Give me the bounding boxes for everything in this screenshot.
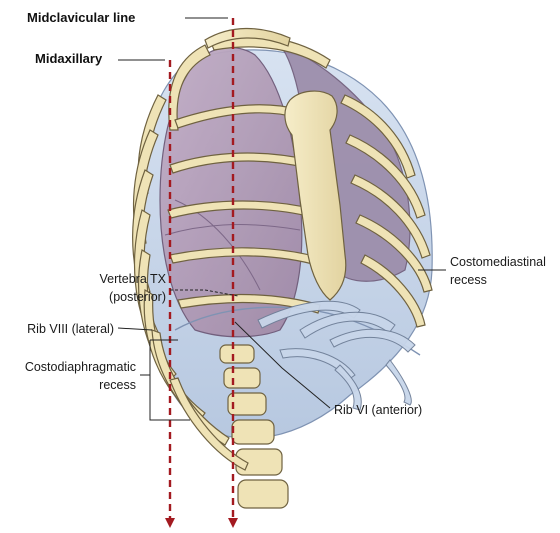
- midclavicular-line: [228, 18, 238, 528]
- leader-rib-viii: [117, 327, 153, 331]
- label-costomediastinal: Costomediastinal: [450, 255, 546, 269]
- leader-costodiaphragmatic: [149, 340, 190, 421]
- label-vertebra-tx-posterior: (posterior): [109, 290, 166, 304]
- leader-rib-vi: [234, 321, 331, 409]
- label-costodiaphragmatic-recess: recess: [99, 378, 136, 392]
- label-vertebra-tx: Vertebra TX: [100, 272, 167, 286]
- label-midaxillary: Midaxillary: [35, 51, 103, 66]
- sternum: [284, 90, 347, 301]
- label-rib-vi: Rib VI (anterior): [334, 403, 422, 417]
- ribs: [132, 35, 433, 471]
- lung-fissure: [164, 224, 301, 236]
- label-costodiaphragmatic: Costodiaphragmatic: [25, 360, 136, 374]
- label-midclavicular-line: Midclavicular line: [27, 10, 135, 25]
- label-costomediastinal-recess: recess: [450, 273, 487, 287]
- costal-cartilages: [257, 300, 416, 411]
- label-rib-viii: Rib VIII (lateral): [27, 322, 114, 336]
- clavicle: [204, 27, 291, 49]
- leader-vertebra-tx: [170, 289, 239, 297]
